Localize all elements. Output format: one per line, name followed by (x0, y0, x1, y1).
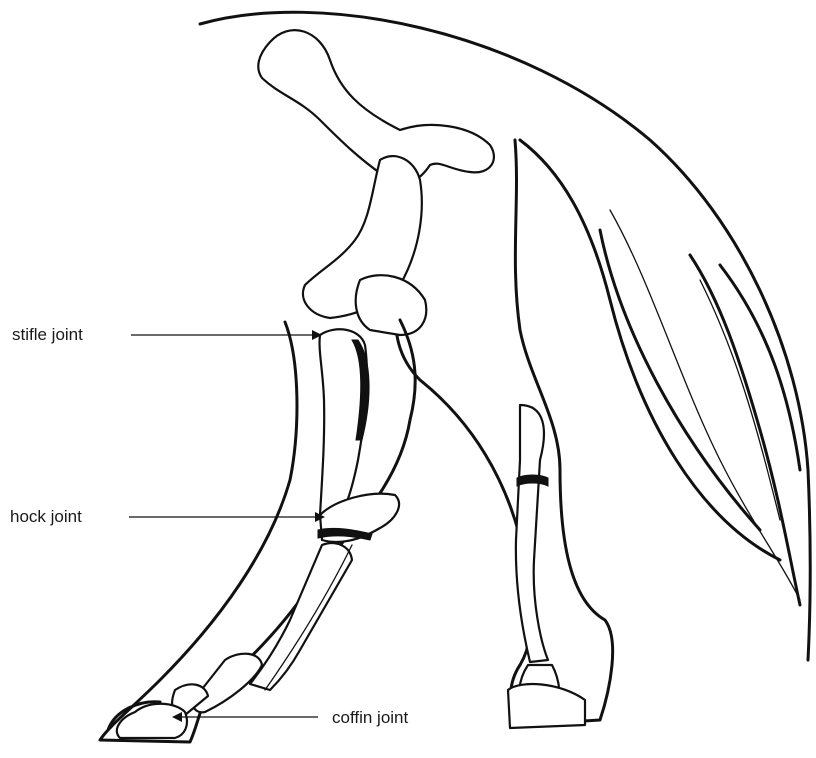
cannon-bone (250, 543, 352, 690)
pelvis (258, 30, 494, 184)
rump-outline (200, 12, 810, 660)
stifle-joint-label: stifle joint (12, 325, 83, 344)
callout-stifle: stifle joint (12, 325, 322, 344)
far-hind-leg (396, 140, 613, 728)
pelvis-and-femur (258, 30, 494, 335)
callout-hock: hock joint (10, 507, 325, 526)
hock-joint-label: hock joint (10, 507, 82, 526)
tail (520, 140, 800, 605)
coffin-joint-label: coffin joint (332, 708, 409, 727)
near-hind-leg (100, 320, 415, 742)
